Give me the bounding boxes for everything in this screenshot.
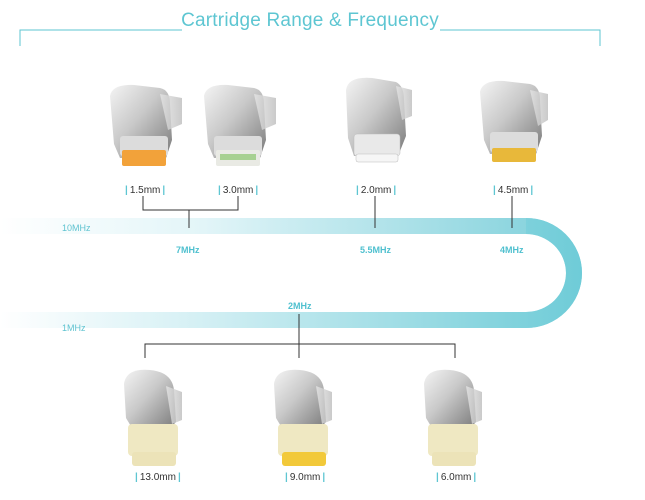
depth-label-13-0mm: |13.0mm|: [135, 472, 181, 483]
title-bracket: [19, 29, 601, 46]
frequency-label-5-5mhz: 5.5MHz: [360, 245, 392, 255]
depth-label-1-5mm: |1.5mm|: [125, 185, 166, 196]
depth-label-2-0mm: |2.0mm|: [356, 185, 397, 196]
band-label-low: 1MHz: [62, 323, 86, 333]
depth-label-6-0mm: |6.0mm|: [436, 472, 477, 483]
depth-label-3-0mm: |3.0mm|: [218, 185, 259, 196]
cartridge-icon-9-0mm: [274, 369, 332, 466]
depth-label-9-0mm: |9.0mm|: [285, 472, 326, 483]
frequency-label-7mhz: 7MHz: [176, 245, 200, 255]
cartridge-icon-6-0mm: [424, 369, 482, 466]
page-title: Cartridge Range & Frequency: [181, 10, 439, 31]
depth-label-4-5mm: |4.5mm|: [493, 185, 534, 196]
frequency-band: [0, 218, 582, 328]
cartridge-icon-3-0mm: [204, 84, 276, 166]
frequency-label-4mhz: 4MHz: [500, 245, 524, 255]
cartridge-icon-2-0mm: [346, 77, 412, 163]
connector-lines: [142, 196, 513, 358]
frequency-label-2mhz: 2MHz: [288, 301, 312, 311]
cartridge-icon-1-5mm: [110, 84, 182, 166]
cartridge-icon-4-5mm: [480, 80, 548, 162]
cartridge-icon-13-0mm: [124, 369, 182, 466]
band-label-high: 10MHz: [62, 223, 91, 233]
